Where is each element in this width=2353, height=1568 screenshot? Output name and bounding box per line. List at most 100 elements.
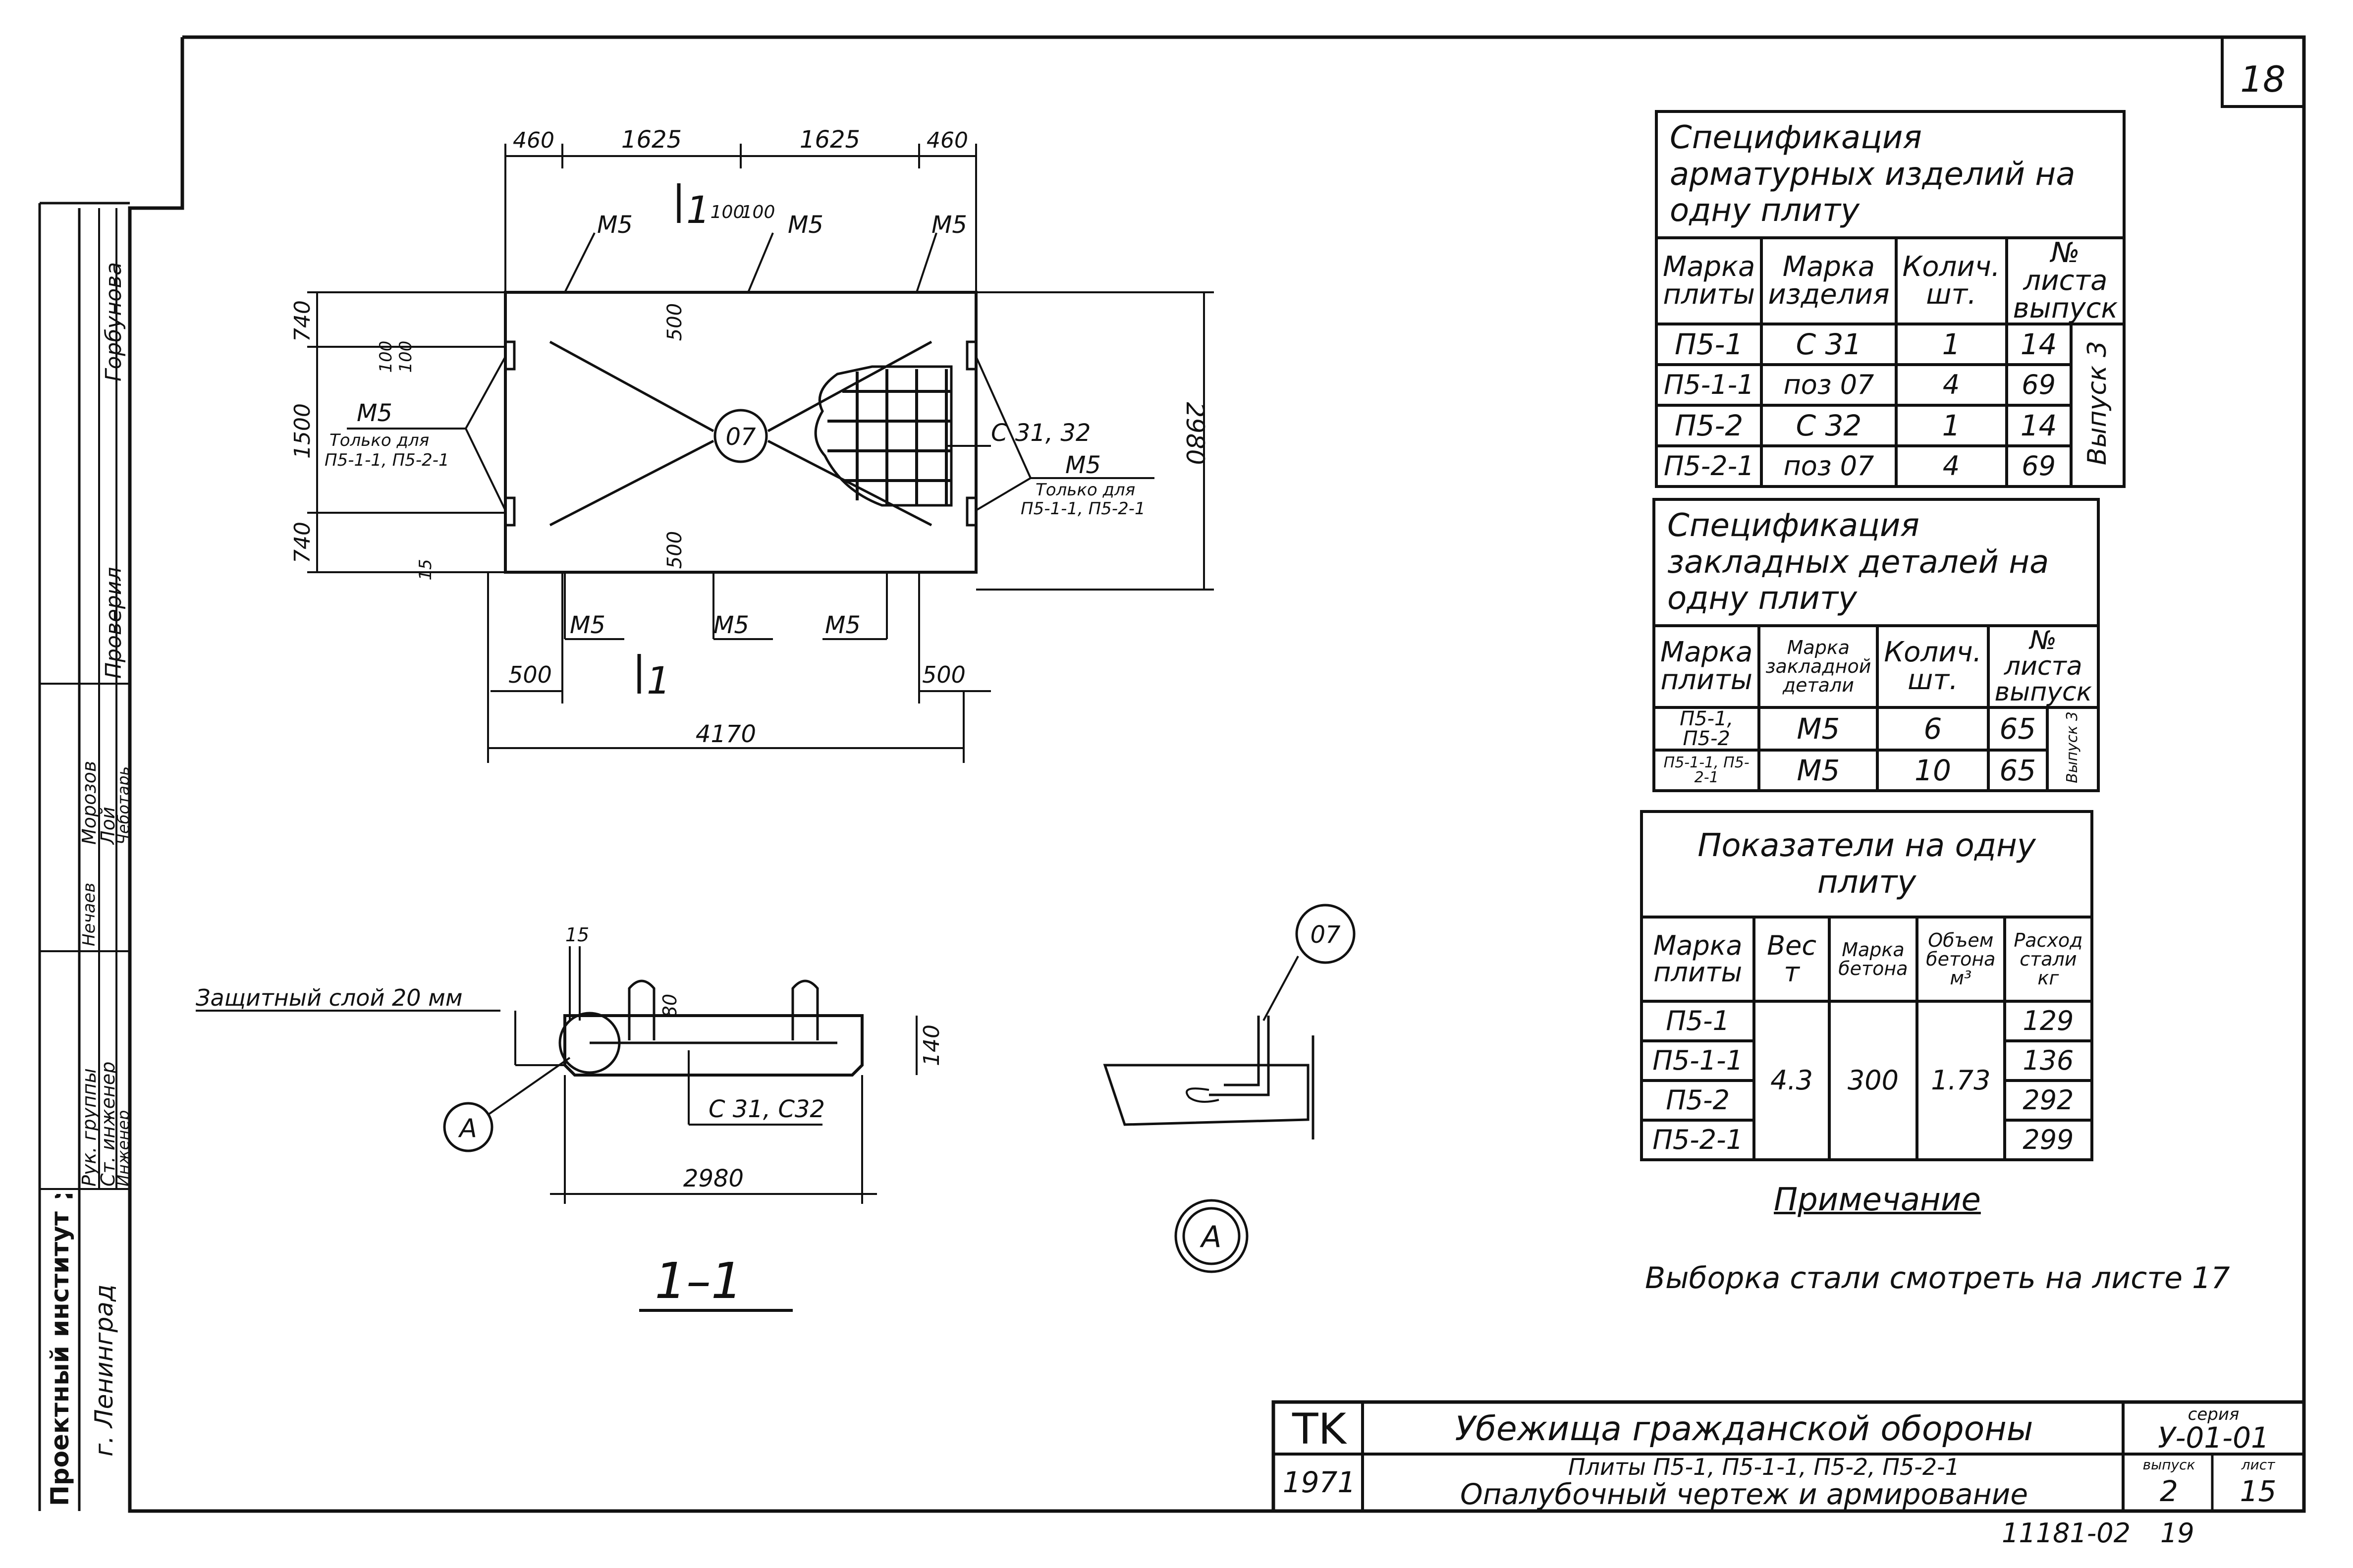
- spec-embedded-table: Спецификация закладных деталей на одну п…: [1652, 498, 2100, 792]
- archive-number: 11181-02: [2002, 1517, 2131, 1549]
- spec-embed-issue: Выпуск 3: [2064, 711, 2081, 784]
- title-block-subtitle-1: Плиты П5-1, П5-1-1, П5-2, П5-2-1: [1568, 1454, 1960, 1480]
- m5-label-left: M5: [357, 399, 392, 427]
- dim-left-1500: 1500: [290, 403, 315, 459]
- m5-label-right: M5: [1065, 451, 1101, 479]
- spec-embed-r0-mark: П5-1, П5-2: [1652, 705, 1761, 752]
- note-left-line2: П5-1-1, П5-2-1: [325, 450, 449, 470]
- spec-embed-r1-sheet: 65: [1986, 748, 2049, 792]
- spec-reinf-r1-mark: П5-1-1: [1654, 363, 1763, 407]
- dim-overall-4170: 4170: [696, 720, 756, 748]
- ind-weight: 4.3: [1752, 1000, 1831, 1162]
- spec-reinf-r1-item: поз 07: [1760, 363, 1898, 407]
- callout-a-section: A: [458, 1114, 477, 1143]
- spec-embed-header-part: Марка закладной детали: [1757, 624, 1879, 709]
- note-right-line1: Только для: [1036, 480, 1135, 500]
- dim-left-740-bottom: 740: [290, 522, 315, 563]
- side-role-2: Ст. инженер: [100, 1061, 116, 1187]
- title-block-issue-label: выпуск: [2142, 1457, 2195, 1473]
- spec-reinf-header-item: Марка изделия: [1760, 236, 1898, 325]
- ind-header-mark: Марка плиты: [1640, 916, 1756, 1003]
- ind-r0-steel: 129: [2003, 1000, 2094, 1043]
- spec-reinf-r1-qty: 4: [1894, 363, 2008, 407]
- ind-r1-steel: 136: [2003, 1039, 2094, 1082]
- callout-a-detail: A: [1199, 1220, 1221, 1254]
- dim-80-section: 80: [659, 994, 681, 1018]
- spec-reinf-r3-item: поз 07: [1760, 444, 1898, 488]
- title-block-sheet-label: лист: [2241, 1457, 2275, 1473]
- spec-embed-r1-mark: П5-1-1, П5-2-1: [1652, 748, 1761, 792]
- ind-r2-steel: 292: [2003, 1079, 2094, 1122]
- title-block-subtitle-2: Опалубочный чертеж и армирование: [1460, 1479, 2028, 1510]
- title-block-series: У-01-01: [2158, 1422, 2269, 1454]
- dim-left-740-top: 740: [290, 300, 315, 342]
- spec-reinf-issue: Выпуск 3: [2082, 340, 2113, 465]
- m5-label-top-center: M5: [788, 211, 823, 239]
- title-block-frame: [1271, 1400, 2306, 1513]
- ind-concrete-grade: 300: [1827, 1000, 1918, 1162]
- ind-r3-steel: 299: [2003, 1119, 2094, 1162]
- ind-header-volume: Объем бетона м³: [1915, 916, 2006, 1003]
- ind-header-grade: Марка бетона: [1827, 916, 1918, 1003]
- note-text: Выборка стали смотреть на листе 17: [1645, 1261, 2230, 1296]
- title-block-code: TK: [1292, 1405, 1346, 1454]
- spec-reinf-r1-sheet: 69: [2005, 363, 2073, 407]
- dim-15-section: 15: [565, 924, 589, 946]
- dim-width-section: 2980: [683, 1165, 744, 1192]
- section-mark-top: 1: [686, 188, 710, 232]
- dim-140-section: 140: [919, 1025, 944, 1066]
- dim-top-460-left: 460: [513, 128, 554, 153]
- dim-left-100-b: 100: [396, 341, 416, 373]
- spec-reinf-header-qty: Колич. шт.: [1894, 236, 2008, 325]
- spec-reinf-r3-qty: 4: [1894, 444, 2008, 488]
- spec-embedded-title: Спецификация закладных деталей на одну п…: [1652, 498, 2100, 624]
- spec-embed-r0-sheet: 65: [1986, 705, 2049, 752]
- protective-cover-label: Защитный слой 20 мм: [196, 984, 463, 1011]
- dim-500-lower: 500: [663, 531, 686, 569]
- dim-left-100-a: 100: [376, 341, 396, 373]
- archive-suffix: 19: [2160, 1517, 2194, 1549]
- m5-label-bottom-right: M5: [825, 611, 861, 639]
- ind-r3-mark: П5-2-1: [1640, 1119, 1756, 1162]
- spec-embed-r1-part: М5: [1757, 748, 1879, 792]
- spec-reinf-r0-sheet: 14: [2005, 322, 2073, 366]
- spec-reinf-r3-mark: П5-2-1: [1654, 444, 1763, 488]
- note-right-line2: П5-1-1, П5-2-1: [1021, 499, 1146, 519]
- spec-reinf-r2-mark: П5-2: [1654, 403, 1763, 447]
- m5-label-bottom-left: M5: [570, 611, 605, 639]
- spec-reinforcement-title: Спецификация арматурных изделий на одну …: [1655, 110, 2126, 236]
- position-07-plan: 07: [725, 423, 756, 451]
- title-block-series-label: серия: [2188, 1405, 2240, 1424]
- plan-view: 460 1625 1625 460 100 100 1 1 M5 M5 M5 7…: [290, 126, 1214, 763]
- spec-reinf-r0-mark: П5-1: [1654, 322, 1763, 366]
- indicators-table: Показатели на одну плиту Марка плиты Вес…: [1640, 810, 2094, 1162]
- indicators-title: Показатели на одну плиту: [1640, 810, 2093, 916]
- ind-r1-mark: П5-1-1: [1640, 1039, 1756, 1082]
- ind-concrete-volume: 1.73: [1915, 1000, 2006, 1162]
- spec-embed-r0-qty: 6: [1876, 705, 1990, 752]
- sheet-number-box: [2221, 36, 2305, 108]
- m5-label-bottom-center: M5: [713, 611, 749, 639]
- section-mark-bottom: 1: [647, 658, 670, 703]
- dim-top-1625-right: 1625: [800, 126, 860, 154]
- side-name-1: Морозов: [80, 760, 98, 845]
- spec-embed-r0-part: М5: [1757, 705, 1879, 752]
- side-name-2: Лой: [100, 807, 116, 845]
- title-block-sheet: 15: [2240, 1474, 2277, 1508]
- spec-reinf-r2-item: С 32: [1760, 403, 1898, 447]
- side-name-3: Чеботарь: [117, 766, 129, 845]
- title-block-issue: 2: [2160, 1474, 2178, 1508]
- note-left-line1: Только для: [329, 431, 429, 450]
- spec-embed-r1-qty: 10: [1876, 748, 1990, 792]
- spec-reinf-header-mark: Марка плиты: [1654, 236, 1763, 325]
- note-heading: Примечание: [1774, 1182, 1981, 1218]
- position-07-detail: 07: [1310, 921, 1341, 949]
- dim-right-2980: 2980: [1181, 402, 1209, 465]
- mesh-label-plan: C 31, 32: [991, 419, 1091, 447]
- side-role-1: Рук. группы: [80, 1068, 98, 1187]
- side-checked-label: Проверил: [101, 567, 126, 679]
- section-1-1: Защитный слой 20 мм 15 80 140 C 31, C32 …: [196, 924, 944, 1312]
- dim-bottom-500-right: 500: [922, 661, 966, 688]
- dim-15-plan: 15: [416, 559, 436, 580]
- dim-500-upper: 500: [663, 303, 686, 341]
